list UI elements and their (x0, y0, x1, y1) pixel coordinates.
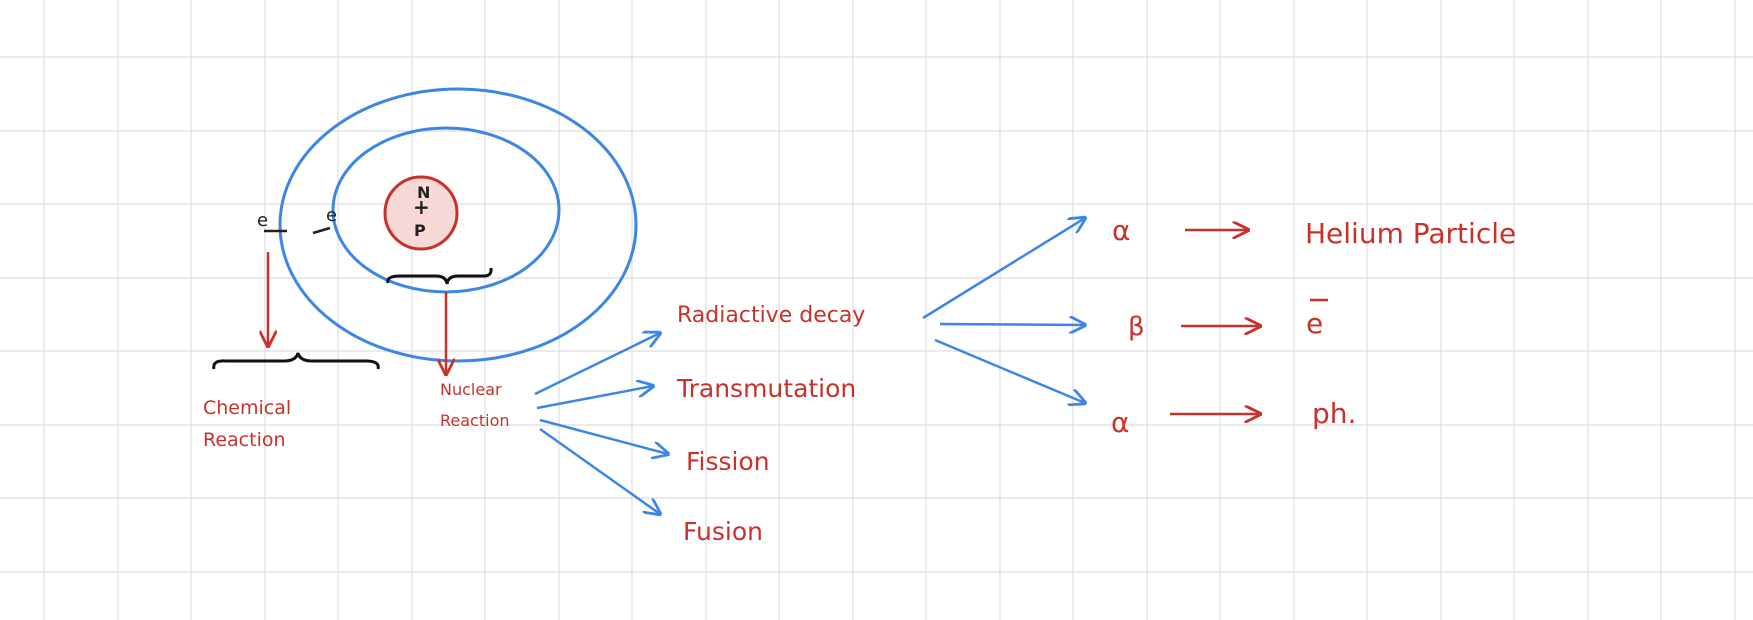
fission-label: Fission (686, 447, 770, 476)
electron-brace (212, 352, 380, 370)
decay-symbol-alpha: α (1112, 214, 1130, 247)
decay-result-gamma: ph. (1312, 397, 1356, 430)
nucleus-brace (386, 267, 493, 285)
arrow-to-fusion (539, 427, 660, 514)
chemical-reaction-label-1: Chemical (203, 397, 291, 419)
arrow-to-gamma (934, 338, 1085, 403)
chemical-reaction-label-2: Reaction (203, 429, 286, 451)
outer-electron-shell (278, 87, 638, 363)
electron-left: e (257, 210, 268, 231)
arrow-to-alpha (922, 218, 1085, 320)
arrow-to-fission (539, 418, 668, 454)
fusion-label: Fusion (683, 517, 763, 546)
arrow-to-transmutation (536, 386, 653, 410)
nucleus-label-n: N (417, 183, 430, 202)
nucleus-label-plus: + (413, 195, 430, 219)
arrow-to-radioactive-decay (534, 333, 660, 396)
nucleus (383, 175, 459, 251)
nucleus-label-p: P (414, 221, 426, 240)
radioactive-decay-label: Radiactive decay (677, 303, 865, 328)
transmutation-label: Transmutation (676, 374, 856, 403)
decay-symbol-gamma: α (1111, 406, 1129, 439)
electron-right-dash (312, 226, 331, 235)
nuclear-reaction-label-2: Reaction (440, 411, 510, 430)
decay-symbol-beta: β (1128, 312, 1145, 342)
decay-result-beta: e (1306, 307, 1323, 340)
arrow-to-beta (939, 324, 1085, 325)
decay-result-alpha: Helium Particle (1305, 217, 1516, 250)
nuclear-reaction-label-1: Nuclear (440, 380, 502, 399)
electron-right: e (326, 205, 337, 226)
